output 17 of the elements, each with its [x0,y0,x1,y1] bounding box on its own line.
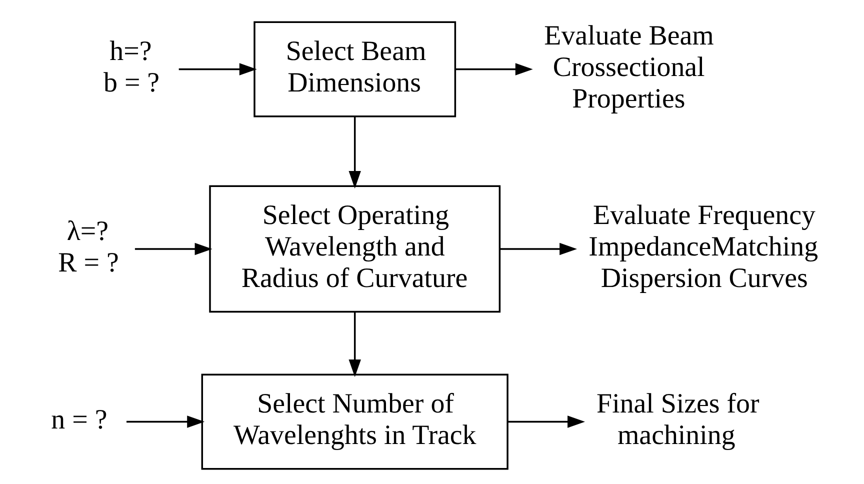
node-text: n = ? [50,404,107,436]
node-box: Select Operating Wavelength and Radius of Curvature [208,185,500,313]
arrow [348,312,360,378]
arrow [178,63,256,76]
arrow [454,63,532,76]
arrow [348,116,360,188]
arrow [499,242,577,256]
arrow [507,416,584,428]
node-text: Final Sizes for machining [596,388,759,452]
node-box: Select Beam Dimensions [253,21,456,118]
node-text: h=? b = ? [103,36,160,99]
arrow [126,416,204,428]
node-text: λ=? R = ? [58,216,118,278]
node-text: Evaluate Frequency ImpedanceMatching Dispersion Curves [588,200,818,294]
arrow [134,242,212,256]
node-text: Evaluate Beam Crossectional Properties [544,20,714,114]
node-box: Select Number of Wavelenghts in Track [200,374,508,470]
